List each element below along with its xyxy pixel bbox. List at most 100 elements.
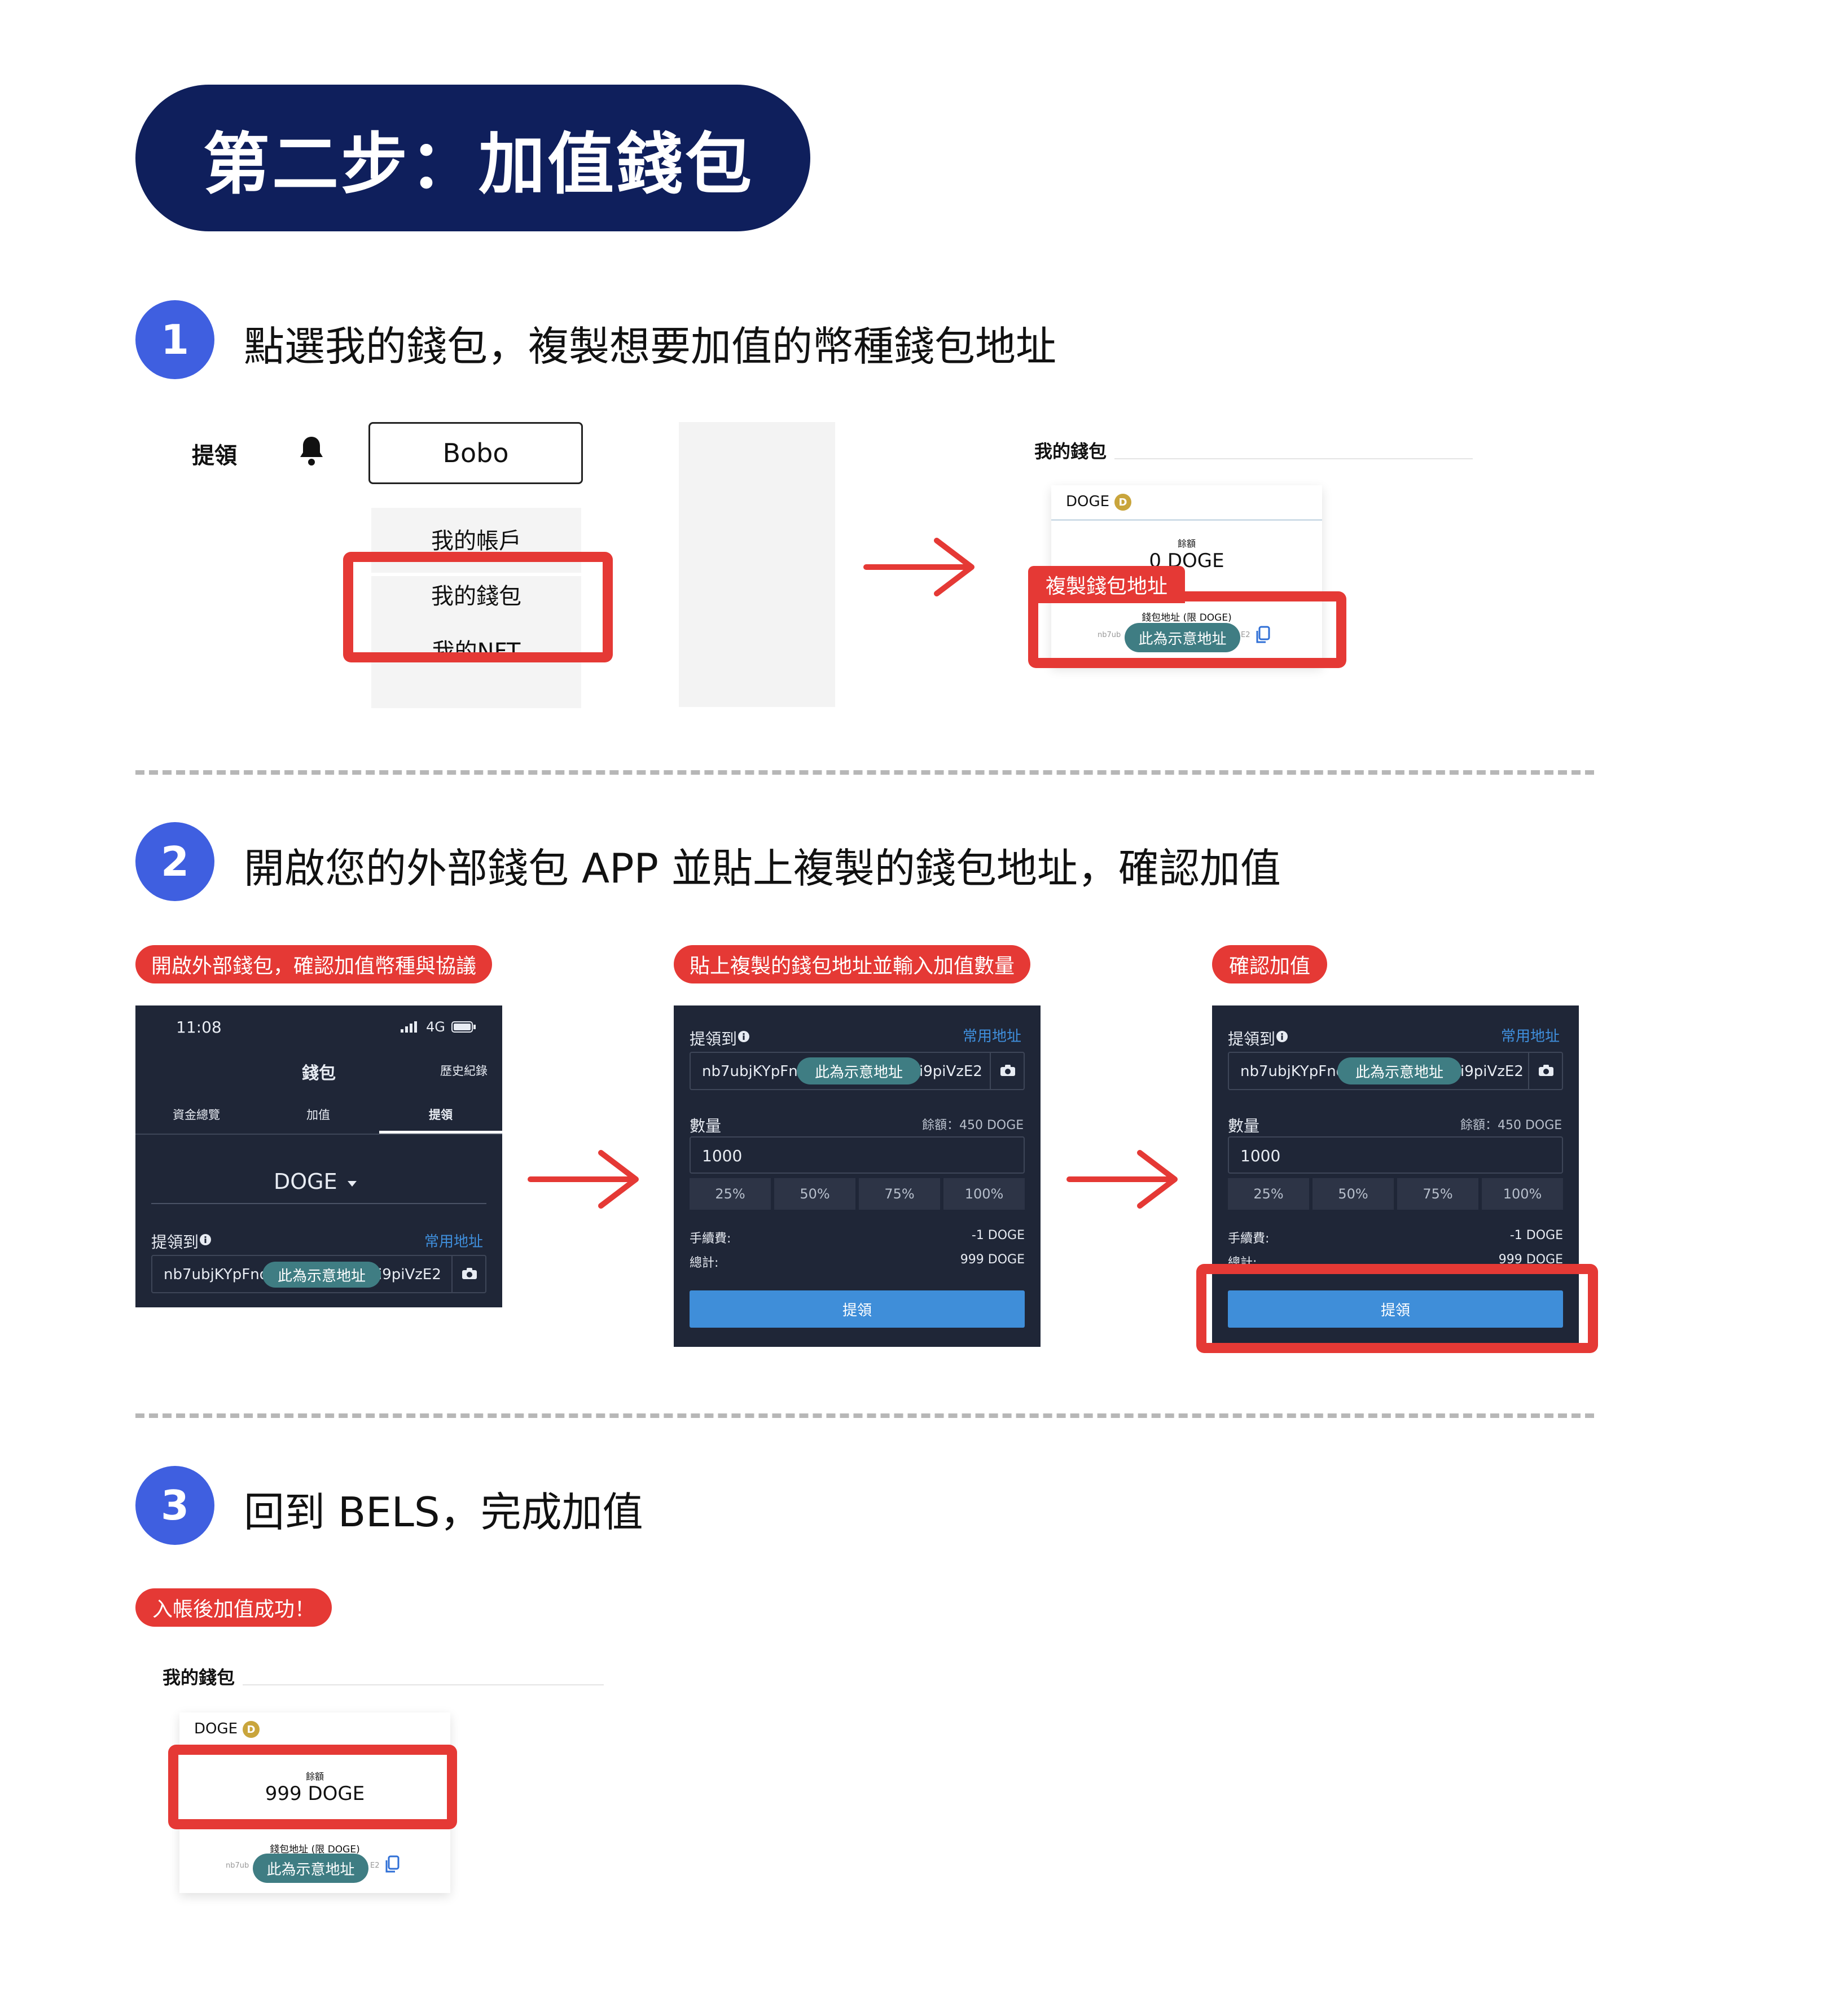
highlight-balance bbox=[168, 1745, 457, 1829]
percent-25-button[interactable]: 25% bbox=[690, 1178, 771, 1210]
address-left: nb7ubjKYpFnd bbox=[1240, 1063, 1346, 1080]
highlight-my-wallet bbox=[343, 552, 613, 662]
coin-select[interactable]: DOGE bbox=[274, 1169, 337, 1194]
address-right: i9piVzE2 bbox=[378, 1266, 441, 1283]
user-menu-button[interactable]: Bobo bbox=[368, 422, 583, 484]
coin-name: DOGE bbox=[194, 1720, 238, 1737]
demo-address-badge: 此為示意地址 bbox=[1125, 623, 1240, 652]
fee-label: 手續費: bbox=[690, 1232, 731, 1246]
arrow-right-icon bbox=[863, 536, 979, 598]
amount-value: 1000 bbox=[1240, 1147, 1281, 1165]
fee-value: -1 DOGE bbox=[1509, 1228, 1563, 1242]
withdraw-form-screen: 提領到 常用地址 nb7ubjKYpFn i9piVzE2 此為示意地址 數量 … bbox=[674, 1005, 1041, 1347]
copy-icon[interactable] bbox=[1254, 625, 1271, 648]
menu-divider bbox=[371, 573, 581, 576]
wallet-heading: 我的錢包 bbox=[1034, 441, 1107, 462]
highlight-submit bbox=[1196, 1264, 1598, 1353]
percent-75-button[interactable]: 75% bbox=[859, 1178, 940, 1210]
user-dropdown: 我的帳戶 我的錢包 我的NFT bbox=[371, 508, 581, 708]
percent-75-button[interactable]: 75% bbox=[1397, 1178, 1478, 1210]
section-divider bbox=[135, 770, 1594, 775]
amount-label: 數量 bbox=[1228, 1117, 1260, 1135]
signal-icon bbox=[401, 1021, 418, 1035]
address-prefix: nb7ub bbox=[1098, 631, 1121, 639]
doge-coin-icon: D bbox=[1114, 494, 1131, 511]
input-separator bbox=[451, 1256, 453, 1292]
tag-paste-address: 貼上複製的錢包地址並輸入加值數量 bbox=[674, 945, 1030, 983]
amount-input[interactable]: 1000 bbox=[690, 1136, 1025, 1174]
placeholder-panel bbox=[679, 422, 835, 707]
balance-label: 餘額 bbox=[305, 1771, 324, 1782]
bell-icon[interactable] bbox=[298, 434, 325, 468]
available-balance: 餘額：450 DOGE bbox=[1460, 1118, 1562, 1132]
percent-25-button[interactable]: 25% bbox=[1228, 1178, 1309, 1210]
address-label: 錢包地址 (限 DOGE) bbox=[270, 1844, 360, 1855]
step-3-text: 回到 BELS，完成加值 bbox=[244, 1488, 643, 1536]
address-left: nb7ubjKYpFn bbox=[702, 1063, 798, 1080]
address-right: i9piVzE2 bbox=[1460, 1063, 1524, 1080]
withdraw-submit-button[interactable]: 提領 bbox=[1228, 1290, 1563, 1328]
arrow-right-icon bbox=[1066, 1148, 1182, 1210]
heading-rule bbox=[243, 1684, 604, 1685]
total-label: 總計: bbox=[690, 1256, 719, 1270]
caret-down-icon[interactable] bbox=[348, 1178, 357, 1189]
card-rule bbox=[1051, 519, 1322, 521]
total-value: 999 DOGE bbox=[960, 1253, 1025, 1267]
address-suffix: E2 bbox=[370, 1861, 380, 1870]
info-icon bbox=[738, 1030, 750, 1045]
history-link[interactable]: 歷史紀錄 bbox=[440, 1064, 488, 1078]
withdraw-to-label: 提領到 bbox=[690, 1030, 738, 1048]
wallet-app-title: 錢包 bbox=[302, 1064, 336, 1083]
common-address-link[interactable]: 常用地址 bbox=[1501, 1028, 1560, 1045]
address-input[interactable]: nb7ubjKYpFn i9piVzE2 此為示意地址 bbox=[690, 1052, 1025, 1090]
camera-icon[interactable] bbox=[462, 1267, 477, 1282]
wallet-card: DOGE D 餘額 999 DOGE 錢包地址 (限 DOGE) nb7ub E… bbox=[179, 1712, 450, 1893]
withdraw-to-label: 提領到 bbox=[1228, 1030, 1276, 1048]
copy-address-tag: 複製錢包地址 bbox=[1028, 566, 1185, 603]
wallet-heading: 我的錢包 bbox=[163, 1667, 235, 1688]
camera-icon[interactable] bbox=[1000, 1064, 1016, 1079]
address-input[interactable]: nb7ubjKYpFnd i9piVzE2 此為示意地址 bbox=[1228, 1052, 1563, 1090]
amount-input[interactable]: 1000 bbox=[1228, 1136, 1563, 1174]
network-label: 4G bbox=[426, 1019, 445, 1035]
step-2-badge: 2 bbox=[135, 822, 214, 901]
common-address-link[interactable]: 常用地址 bbox=[963, 1028, 1022, 1045]
amount-label: 數量 bbox=[690, 1117, 722, 1135]
select-underline bbox=[151, 1203, 486, 1204]
common-address-link[interactable]: 常用地址 bbox=[424, 1233, 484, 1250]
confirm-form-screen: 提領到 常用地址 nb7ubjKYpFnd i9piVzE2 此為示意地址 數量… bbox=[1212, 1005, 1579, 1347]
copy-icon[interactable] bbox=[384, 1855, 401, 1877]
available-balance: 餘額：450 DOGE bbox=[922, 1118, 1024, 1132]
tag-open-wallet: 開啟外部錢包，確認加值幣種與協議 bbox=[135, 945, 492, 983]
step-1-text: 點選我的錢包，複製想要加值的幣種錢包地址 bbox=[244, 323, 1057, 370]
tab-deposit[interactable]: 加值 bbox=[306, 1108, 330, 1122]
percent-50-button[interactable]: 50% bbox=[1313, 1178, 1394, 1210]
menu-item-wallet[interactable]: 我的錢包 bbox=[431, 583, 521, 609]
demo-address-badge: 此為示意地址 bbox=[262, 1262, 381, 1288]
heading-rule bbox=[1114, 458, 1473, 459]
tab-overview[interactable]: 資金總覽 bbox=[173, 1108, 220, 1122]
percent-50-button[interactable]: 50% bbox=[774, 1178, 855, 1210]
page-title: 第二步：加值錢包 bbox=[135, 85, 810, 231]
percent-100-button[interactable]: 100% bbox=[943, 1178, 1025, 1210]
nav-withdraw-link[interactable]: 提領 bbox=[192, 443, 237, 469]
active-tab-indicator bbox=[379, 1131, 502, 1134]
camera-icon[interactable] bbox=[1538, 1064, 1554, 1079]
withdraw-submit-button[interactable]: 提領 bbox=[690, 1290, 1025, 1328]
input-separator bbox=[1528, 1053, 1529, 1089]
tag-confirm: 確認加值 bbox=[1212, 945, 1327, 983]
tab-withdraw[interactable]: 提領 bbox=[429, 1108, 453, 1122]
address-prefix: nb7ub bbox=[226, 1861, 249, 1870]
amount-value: 1000 bbox=[702, 1147, 743, 1165]
menu-item-account[interactable]: 我的帳戶 bbox=[431, 528, 521, 554]
balance-value: 999 DOGE bbox=[265, 1782, 365, 1805]
info-icon bbox=[199, 1233, 212, 1248]
coin-name: DOGE bbox=[1066, 493, 1110, 510]
address-right: i9piVzE2 bbox=[919, 1063, 982, 1080]
step-1-badge: 1 bbox=[135, 300, 214, 379]
tab-rule bbox=[135, 1134, 502, 1135]
percent-100-button[interactable]: 100% bbox=[1482, 1178, 1563, 1210]
demo-address-badge: 此為示意地址 bbox=[253, 1854, 368, 1883]
step-2-text: 開啟您的外部錢包 APP 並貼上複製的錢包地址，確認加值 bbox=[244, 845, 1281, 892]
address-input[interactable]: nb7ubjKYpFnd i9piVzE2 此為示意地址 bbox=[151, 1255, 486, 1293]
